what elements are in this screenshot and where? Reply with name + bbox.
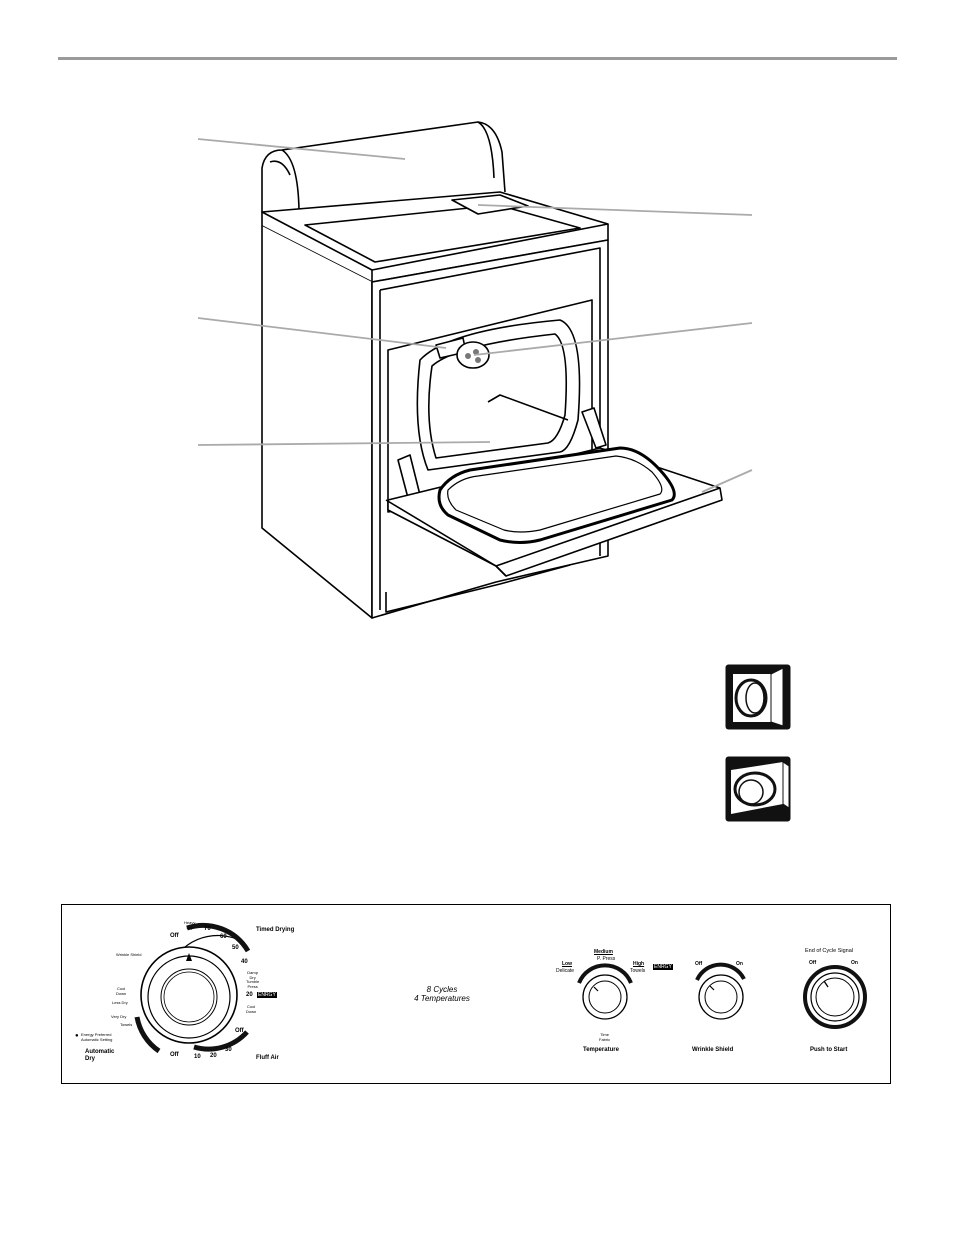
timed-20-label: 20: [246, 992, 253, 998]
wrinkle-shield-label: Wrinkle Shield: [692, 1047, 734, 1053]
cool-down-right-label: Cool Down: [246, 1004, 257, 1014]
temp-high-label: High: [633, 961, 645, 967]
push-to-start-knob[interactable]: [803, 965, 867, 1029]
temp-towels-label: Towels: [630, 968, 646, 974]
temp-p-press-label: P. Press: [597, 956, 616, 962]
temp-delicate-label: Delicate: [556, 968, 575, 974]
cool-down-left-label: Cool Down: [116, 986, 127, 996]
towels-setting-label: Towels: [120, 1022, 133, 1027]
temperature-knob[interactable]: [577, 963, 633, 1020]
temp-energy-badge-icon: ENRGY: [653, 964, 673, 970]
temp-medium-label: Medium: [594, 949, 613, 955]
top-rule: [58, 57, 897, 60]
timed-drying-label: Timed Drying: [256, 927, 295, 933]
timed-60-label: 60: [220, 934, 227, 940]
panel-knobs: [134, 922, 867, 1054]
signal-off-label: Off: [809, 960, 817, 966]
cycles-temperatures-text: 8 Cycles 4 Temperatures: [414, 985, 470, 1003]
temperature-label: Temperature: [583, 1047, 619, 1053]
wrinkle-on-label: On: [736, 961, 743, 967]
dryer-illustration: [197, 121, 753, 619]
fluff-30-label: 30: [225, 1047, 232, 1053]
push-to-start-label: Push to Start: [810, 1047, 848, 1053]
automatic-dry-label: Automatic Dry: [85, 1049, 115, 1062]
temp-low-label: Low: [562, 961, 572, 967]
signal-on-label: On: [851, 960, 858, 966]
energy-badge-icon: ENRGY: [257, 992, 277, 998]
timed-50-label: 50: [232, 945, 239, 951]
wrinkle-off-label: Off: [695, 961, 703, 967]
door-opens-right-icon: [725, 664, 791, 730]
door-opens-down-icon: [725, 756, 791, 822]
timed-70-label: 70: [204, 926, 211, 932]
energy-dot-icon: ●: [75, 1033, 79, 1039]
off-bottom-label: Off: [170, 1052, 179, 1058]
damp-dry-label: Damp Dry Tumble Press: [246, 970, 260, 989]
wrinkle-shield-setting-label: Wrinkle Shield: [116, 952, 142, 957]
less-dry-label: Less Dry: [112, 1000, 128, 1005]
off-right-label: Off: [235, 1028, 244, 1034]
cycle-knob[interactable]: [134, 922, 251, 1054]
energy-preferred-label: Energy Preferred Automatic Setting: [81, 1032, 113, 1042]
fluff-20-label: 20: [210, 1053, 217, 1059]
very-dry-label: Very Dry: [111, 1014, 127, 1019]
wrinkle-shield-knob[interactable]: [695, 962, 746, 1020]
fluff-air-label: Fluff Air: [256, 1055, 279, 1061]
end-of-cycle-signal-label: End of Cycle Signal: [805, 948, 853, 954]
time-fabric-label: Time Fabric: [599, 1032, 611, 1042]
control-panel: Timed Drying Automatic Dry Fluff Air Hea…: [61, 904, 891, 1084]
heavy-dry-label: Heavy Dry: [184, 920, 196, 930]
fluff-10-label: 10: [194, 1054, 201, 1060]
timed-40-label: 40: [241, 959, 248, 965]
off-top-label: Off: [170, 933, 179, 939]
